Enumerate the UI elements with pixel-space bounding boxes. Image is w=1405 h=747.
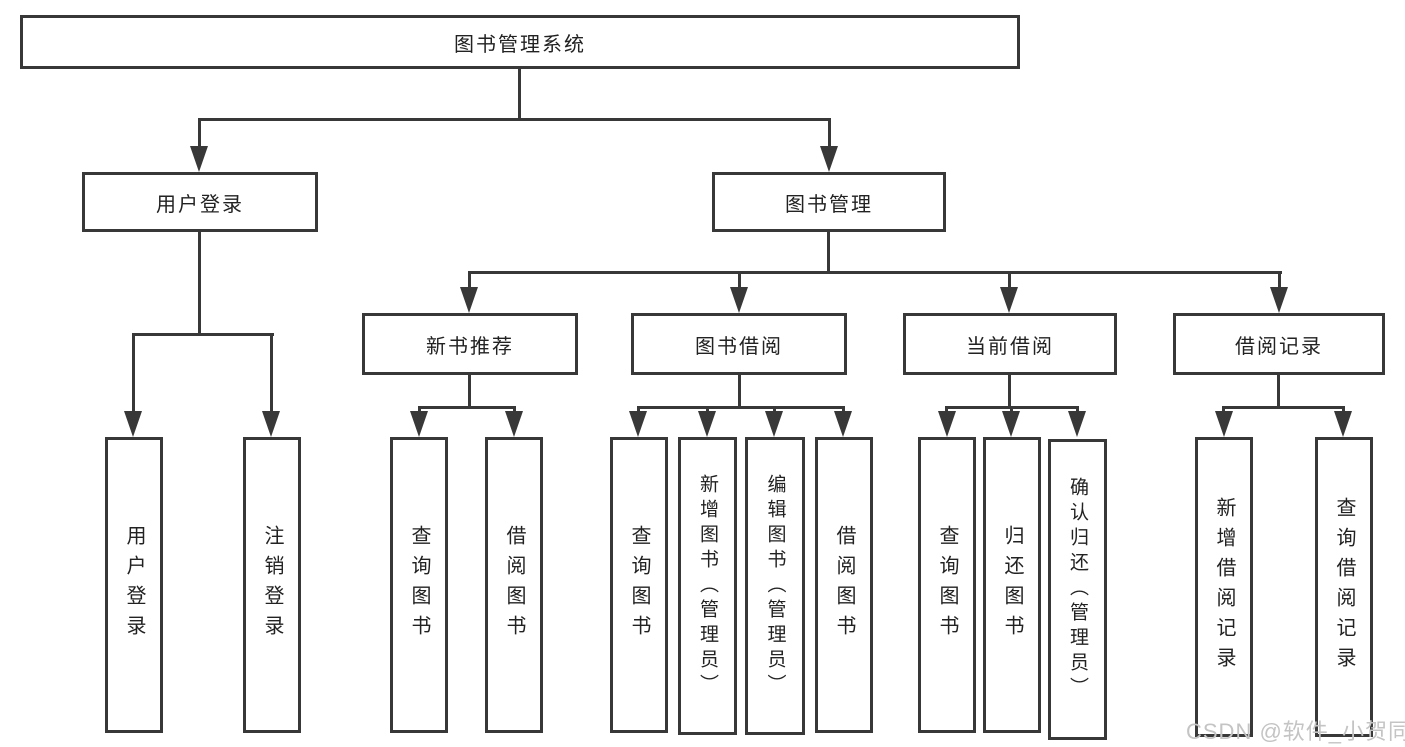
connector-vline: [773, 406, 776, 415]
node-leaf-confirm-return-admin: 确认归还（管理员）: [1048, 439, 1107, 740]
connector-hline: [418, 406, 516, 409]
node-leaf-query-books-1: 查询图书: [390, 437, 448, 733]
node-leaf-query-books-3: 查询图书: [918, 437, 976, 733]
connector-vline: [828, 118, 831, 150]
connector-vline: [468, 271, 471, 291]
connector-vline: [738, 271, 741, 291]
connector-vline: [827, 232, 830, 273]
arrowhead-down-icon: [124, 411, 142, 437]
arrowhead-down-icon: [629, 411, 647, 437]
connector-vline: [1278, 271, 1281, 291]
arrowhead-down-icon: [1068, 411, 1086, 437]
node-borrow-records: 借阅记录: [1173, 313, 1385, 375]
connector-vline: [198, 232, 201, 335]
connector-vline: [418, 406, 421, 415]
node-label: 图书借阅: [695, 335, 783, 358]
node-label: 新增借阅记录: [1213, 497, 1235, 677]
connector-vline: [1008, 375, 1011, 408]
node-leaf-query-borrow-record: 查询借阅记录: [1315, 437, 1373, 737]
arrowhead-down-icon: [1002, 411, 1020, 437]
node-label: 查询图书: [936, 525, 958, 645]
node-label: 用户登录: [123, 525, 145, 645]
arrowhead-down-icon: [834, 411, 852, 437]
node-label: 查询图书: [408, 525, 430, 645]
node-leaf-add-books-admin: 新增图书（管理员）: [678, 437, 737, 735]
node-label: 新书推荐: [426, 335, 514, 358]
node-label: 归还图书: [1001, 525, 1023, 645]
arrowhead-down-icon: [410, 411, 428, 437]
connector-vline: [842, 406, 845, 415]
connector-hline: [132, 333, 274, 336]
connector-vline: [1277, 375, 1280, 408]
arrowhead-down-icon: [1215, 411, 1233, 437]
arrowhead-down-icon: [820, 146, 838, 172]
connector-hline: [1222, 406, 1345, 409]
connector-vline: [945, 406, 948, 415]
arrowhead-down-icon: [938, 411, 956, 437]
arrowhead-down-icon: [190, 146, 208, 172]
arrowhead-down-icon: [765, 411, 783, 437]
connector-vline: [518, 66, 521, 120]
connector-vline: [198, 118, 201, 150]
connector-vline: [1222, 406, 1225, 415]
arrowhead-down-icon: [505, 411, 523, 437]
node-library-system: 图书管理系统: [20, 15, 1020, 69]
node-label: 查询借阅记录: [1333, 497, 1355, 677]
arrowhead-down-icon: [1000, 287, 1018, 313]
connector-vline: [738, 375, 741, 408]
node-label: 图书管理: [785, 193, 873, 216]
node-user-login: 用户登录: [82, 172, 318, 232]
arrowhead-down-icon: [262, 411, 280, 437]
connector-vline: [706, 406, 709, 415]
node-label: 借阅记录: [1235, 335, 1323, 358]
node-label: 借阅图书: [833, 525, 855, 645]
node-label: 新增图书（管理员）: [697, 473, 718, 699]
node-label: 注销登录: [261, 525, 283, 645]
arrowhead-down-icon: [460, 287, 478, 313]
arrowhead-down-icon: [1334, 411, 1352, 437]
watermark: CSDN @软件_小贺同学: [1186, 719, 1405, 744]
node-book-management: 图书管理: [712, 172, 946, 232]
connector-hline: [468, 271, 1282, 274]
connector-vline: [513, 406, 516, 415]
connector-vline: [1010, 406, 1013, 415]
node-label: 借阅图书: [503, 525, 525, 645]
connector-vline: [1342, 406, 1345, 415]
arrowhead-down-icon: [1270, 287, 1288, 313]
node-label: 查询图书: [628, 525, 650, 645]
connector-vline: [637, 406, 640, 415]
node-leaf-query-books-2: 查询图书: [610, 437, 668, 733]
node-label: 确认归还（管理员）: [1067, 477, 1088, 702]
node-leaf-borrow-books-1: 借阅图书: [485, 437, 543, 733]
connector-vline: [1076, 406, 1079, 415]
node-book-borrow: 图书借阅: [631, 313, 847, 375]
arrowhead-down-icon: [730, 287, 748, 313]
node-label: 编辑图书（管理员）: [764, 473, 786, 699]
connector-hline: [198, 118, 831, 121]
node-leaf-logout: 注销登录: [243, 437, 301, 733]
arrowhead-down-icon: [698, 411, 716, 437]
connector-vline: [468, 375, 471, 408]
connector-vline: [132, 333, 135, 415]
connector-vline: [1008, 271, 1011, 291]
node-new-book-recommend: 新书推荐: [362, 313, 578, 375]
node-leaf-return-books: 归还图书: [983, 437, 1041, 733]
node-label: 图书管理系统: [454, 33, 586, 56]
node-label: 用户登录: [156, 193, 244, 216]
connector-hline: [637, 406, 845, 409]
node-leaf-borrow-books-2: 借阅图书: [815, 437, 873, 733]
node-leaf-user-login: 用户登录: [105, 437, 163, 733]
node-leaf-edit-books-admin: 编辑图书（管理员）: [745, 437, 805, 735]
node-leaf-add-borrow-record: 新增借阅记录: [1195, 437, 1253, 737]
connector-vline: [270, 333, 273, 415]
node-current-borrow: 当前借阅: [903, 313, 1117, 375]
node-label: 当前借阅: [966, 335, 1054, 358]
